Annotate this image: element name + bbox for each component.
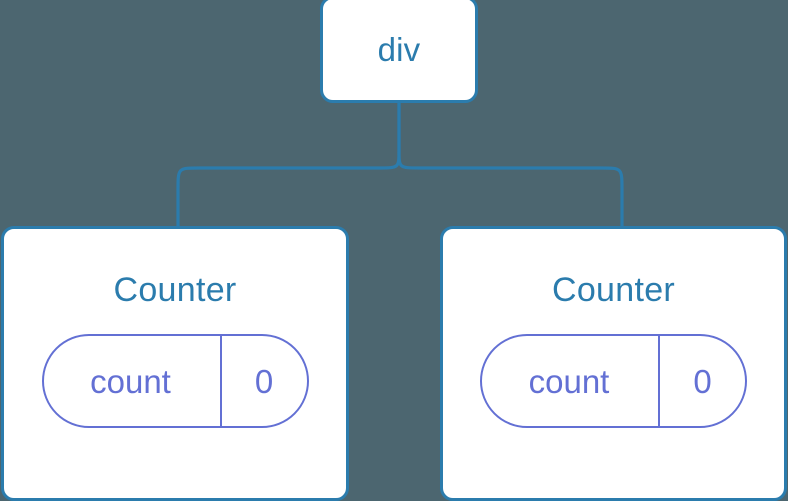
state-divider-right: [658, 336, 660, 426]
node-counter-left[interactable]: Counter count 0: [1, 226, 349, 501]
state-value-right: 0: [693, 362, 712, 400]
state-divider-left: [219, 336, 222, 426]
state-pill-right[interactable]: count 0: [480, 334, 747, 428]
connector-left: [176, 100, 401, 230]
node-div[interactable]: div: [320, 0, 478, 103]
node-counter-left-label: Counter: [113, 271, 237, 309]
node-div-label: div: [377, 31, 421, 68]
state-key-right: count: [528, 362, 610, 400]
state-value-left: 0: [254, 362, 274, 400]
connector-right: [397, 100, 624, 230]
state-pill-left[interactable]: count 0: [41, 334, 309, 428]
node-counter-right[interactable]: Counter count 0: [440, 226, 787, 501]
state-key-left: count: [90, 362, 171, 400]
node-counter-right-label: Counter: [551, 271, 676, 309]
